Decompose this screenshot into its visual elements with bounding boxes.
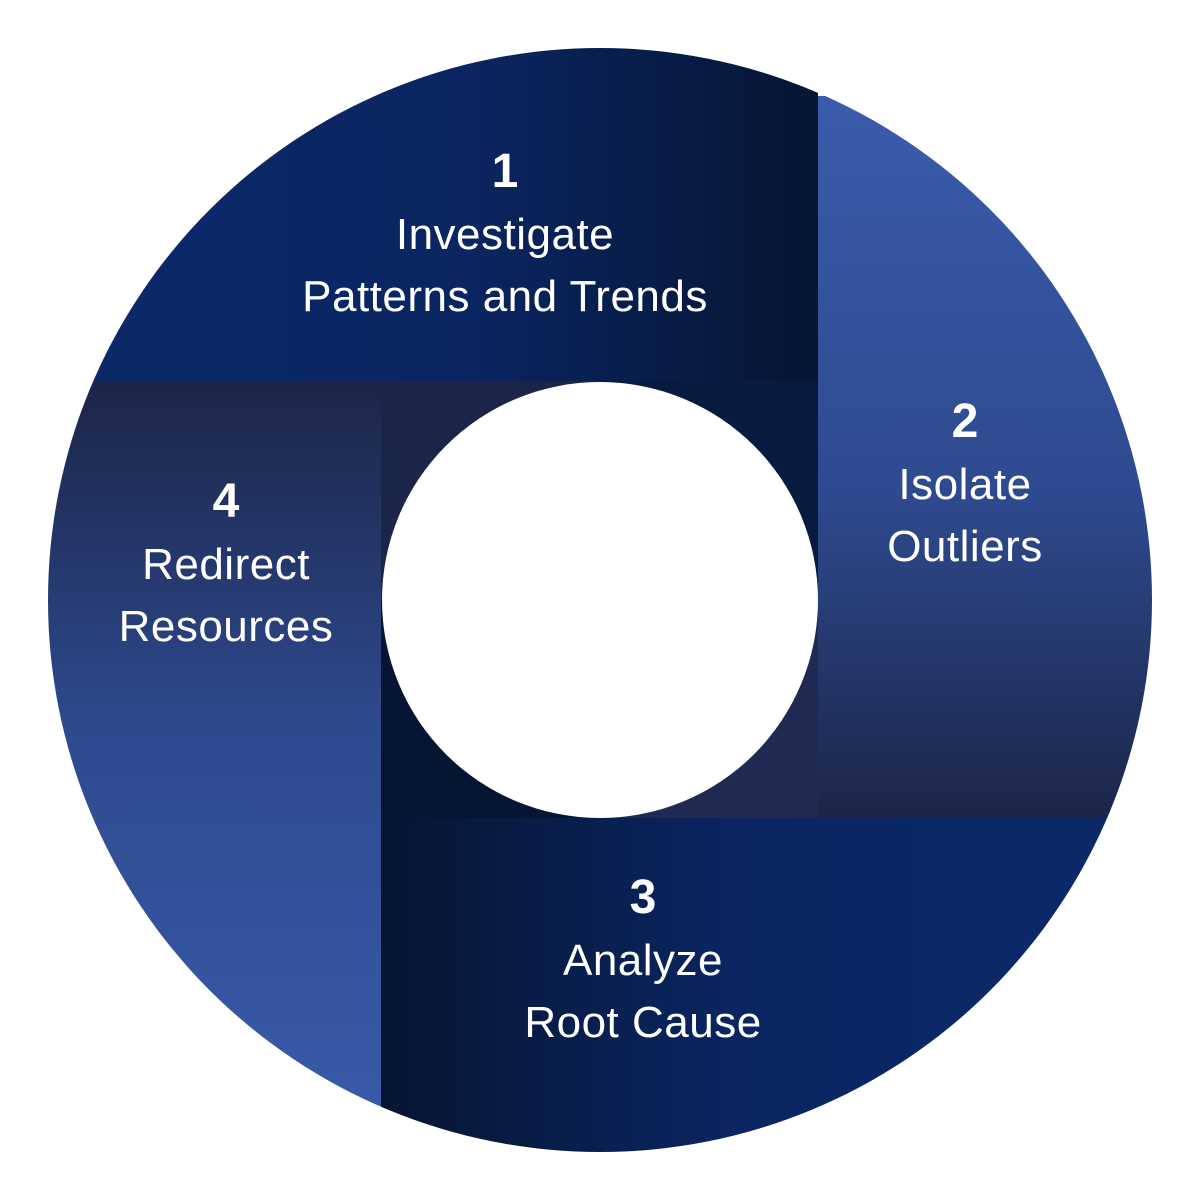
center-hole bbox=[382, 382, 818, 818]
step-2-number: 2 bbox=[951, 395, 979, 448]
step-4-title-line-2: Resources bbox=[118, 602, 334, 651]
step-3-number: 3 bbox=[629, 871, 657, 924]
segment-3 bbox=[381, 818, 1152, 1152]
step-4-title-line-1: Redirect bbox=[142, 540, 310, 589]
step-4-number: 4 bbox=[212, 475, 240, 528]
step-2-label: 2 Isolate Outliers bbox=[887, 390, 1043, 578]
step-3-label: 3 Analyze Root Cause bbox=[524, 866, 761, 1054]
step-3-title-line-1: Analyze bbox=[562, 936, 724, 985]
step-1-number: 1 bbox=[491, 145, 519, 198]
step-1-title-line-1: Investigate bbox=[395, 210, 615, 259]
step-2-title-line-2: Outliers bbox=[887, 522, 1043, 571]
step-1-label: 1 Investigate Patterns and Trends bbox=[302, 140, 708, 328]
step-1-title-line-2: Patterns and Trends bbox=[302, 272, 708, 321]
step-2-title-line-1: Isolate bbox=[898, 460, 1032, 509]
step-4-label: 4 Redirect Resources bbox=[119, 470, 334, 658]
step-3-title-line-2: Root Cause bbox=[524, 998, 762, 1047]
